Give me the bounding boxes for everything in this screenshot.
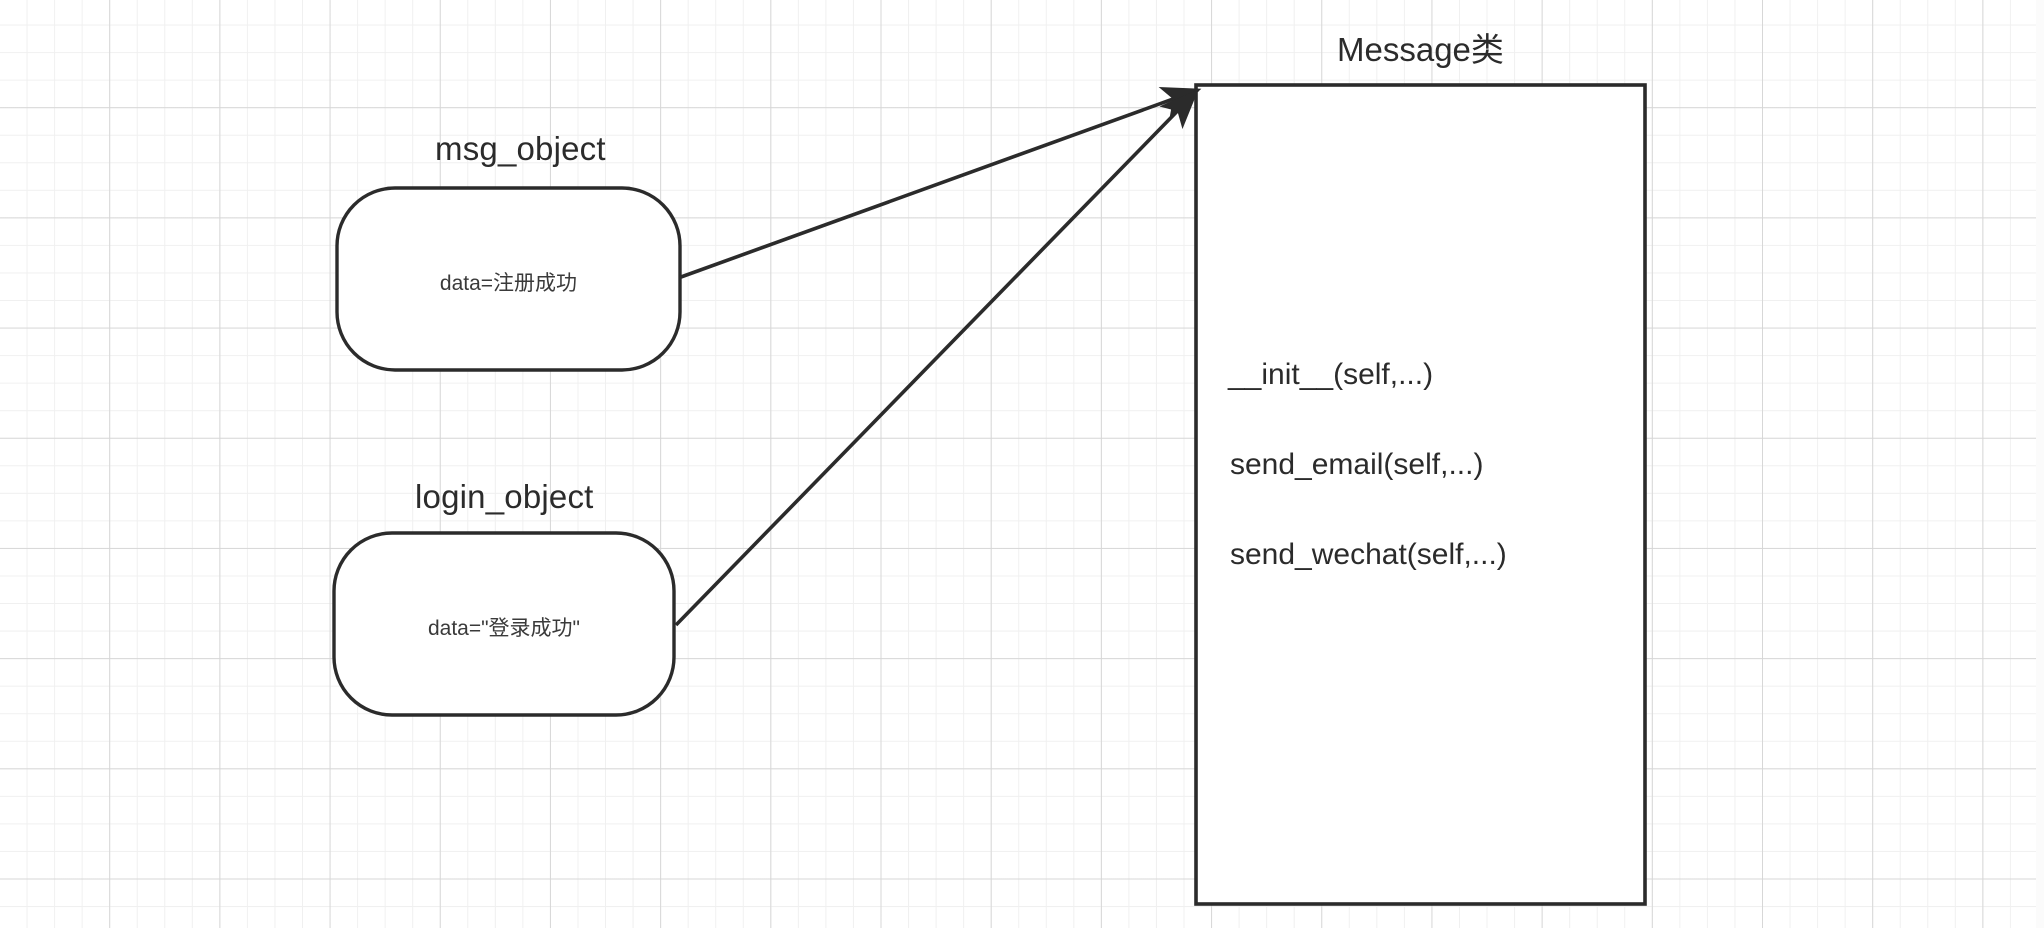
class-method-send-wechat: send_wechat(self,...) (1230, 538, 1507, 571)
object-title-login: login_object (415, 478, 594, 515)
class-method-send-email: send_email(self,...) (1230, 448, 1484, 481)
arrow-login-to-message (674, 89, 1199, 627)
object-title-msg: msg_object (435, 130, 606, 167)
class-box-message[interactable] (1194, 83, 1647, 906)
object-box-msg[interactable] (335, 186, 682, 372)
object-box-login[interactable] (332, 531, 676, 717)
class-method-init: __init__(self,...) (1228, 358, 1434, 391)
class-title-message: Message类 (1337, 31, 1504, 68)
canvas-right-margin (2036, 0, 2044, 928)
arrow-msg-to-message (680, 87, 1202, 279)
object-value-login: data="登录成功" (427, 617, 581, 640)
object-value-msg: data=注册成功 (439, 272, 578, 295)
